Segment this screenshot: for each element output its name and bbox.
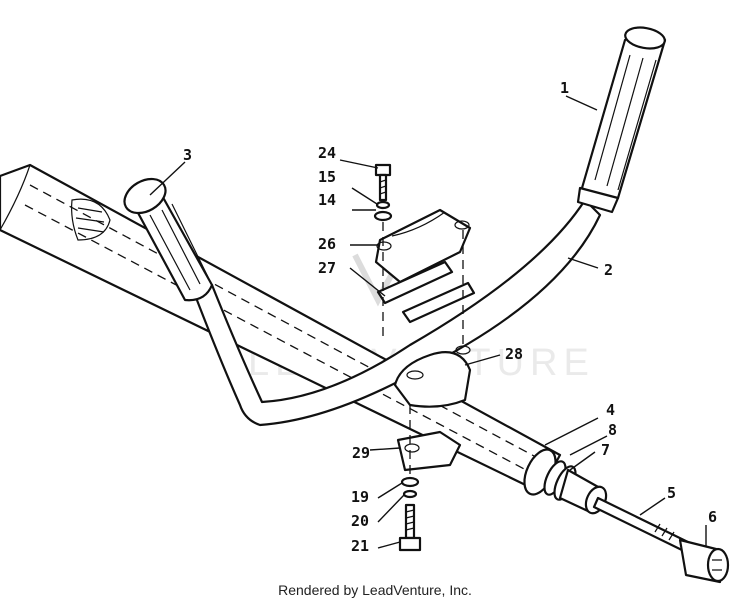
callout-7: 7 <box>601 441 610 459</box>
callout-19: 19 <box>351 488 369 506</box>
callout-27: 27 <box>318 259 336 277</box>
callout-8: 8 <box>608 421 617 439</box>
callout-6: 6 <box>708 508 717 526</box>
callout-24: 24 <box>318 144 336 162</box>
grip-1 <box>576 26 667 214</box>
callout-29: 29 <box>352 444 370 462</box>
lower-clamp-29 <box>396 430 462 472</box>
callout-15: 15 <box>318 168 336 186</box>
callout-21: 21 <box>351 537 369 555</box>
callout-3: 3 <box>183 146 192 164</box>
callout-1: 1 <box>560 79 569 97</box>
callout-4: 4 <box>606 401 615 419</box>
callout-14: 14 <box>318 191 336 209</box>
callout-5: 5 <box>667 484 676 502</box>
drive-shaft-5 <box>592 496 692 554</box>
bolt-21-assembly <box>398 476 422 552</box>
grip-3 <box>123 177 214 302</box>
callout-2: 2 <box>604 261 613 279</box>
callout-26: 26 <box>318 235 336 253</box>
clamp-base-28 <box>393 345 472 408</box>
callout-20: 20 <box>351 512 369 530</box>
callout-28: 28 <box>505 345 523 363</box>
upper-clamp-26 <box>374 208 472 284</box>
footer-credit: Rendered by LeadVenture, Inc. <box>278 582 472 598</box>
end-fitting-6 <box>678 538 730 584</box>
callout-labels: 1 2 3 4 5 6 7 8 14 15 19 20 21 24 26 27 … <box>183 79 717 555</box>
shaft-textured-section <box>71 198 111 241</box>
bolt-24-assembly <box>373 163 393 222</box>
alignment-lines <box>382 222 464 478</box>
leader-lines <box>149 95 707 549</box>
